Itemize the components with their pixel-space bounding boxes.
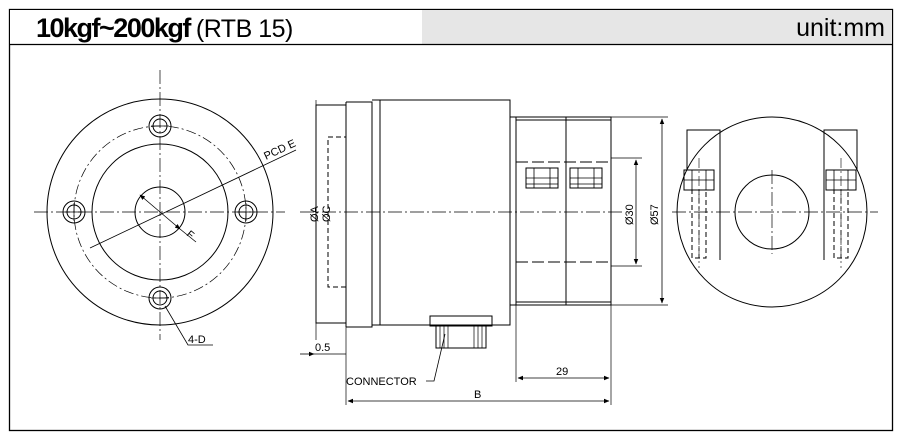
front-view	[34, 70, 297, 346]
outer-border	[8, 8, 894, 432]
dia-57-label: Ø57	[649, 204, 661, 225]
dia-30-label: Ø30	[624, 204, 636, 225]
thickness-label: 0.5	[315, 342, 330, 354]
unit-label: unit:mm	[796, 14, 885, 42]
dia-a-label: ØA	[309, 205, 321, 222]
header-title: 10kgf~200kgf (RTB 15)	[36, 11, 293, 46]
dim-b-label: B	[474, 389, 481, 401]
connector-label: CONNECTOR	[346, 376, 417, 388]
dia-c-label: ØC	[321, 205, 333, 222]
main-body	[379, 99, 511, 326]
holes-leader	[164, 305, 213, 346]
connector-leader	[426, 333, 446, 382]
title-model: (RTB 15)	[195, 15, 293, 43]
side-view	[300, 99, 668, 405]
bore-dim-line	[139, 194, 181, 230]
f-label: F	[184, 229, 196, 241]
header-title-backing	[10, 10, 422, 44]
pcd-label: PCD E	[262, 138, 298, 163]
holes-label: 4-D	[188, 334, 206, 346]
pcd-leader	[89, 149, 297, 249]
connector-body	[435, 325, 487, 349]
shaft-block	[515, 116, 612, 306]
title-range: 10kgf~200kgf	[36, 13, 191, 43]
dim-29-label: 29	[556, 366, 568, 378]
rear-view	[672, 116, 878, 308]
